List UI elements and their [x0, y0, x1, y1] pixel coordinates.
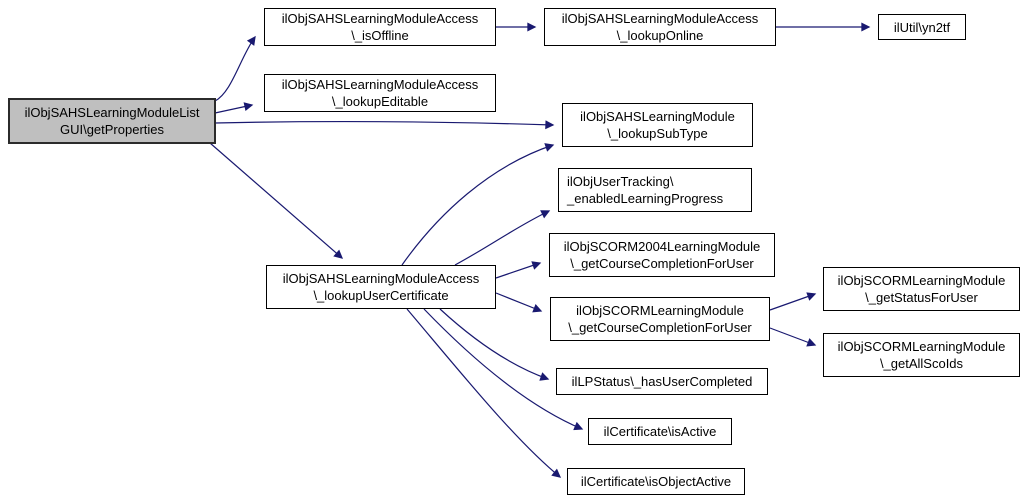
- node-label-line: _enabledLearningProgress: [567, 191, 724, 206]
- node-label-line: \_lookupSubType: [607, 126, 708, 141]
- edge-lookupusercertificate-isactive: [423, 308, 584, 431]
- node-label-line: \_getCourseCompletionForUser: [568, 320, 752, 335]
- node-label-line: ilObjSCORM2004LearningModule: [563, 239, 761, 254]
- node-label-line: \_getCourseCompletionForUser: [570, 256, 754, 271]
- node-label-line: ilUtil\yn2tf: [893, 19, 951, 35]
- node-ilcertificate-isobjectactive[interactable]: ilCertificate\isObjectActive: [567, 468, 745, 495]
- node-ilobjusertracking-enabledlearningprogress[interactable]: ilObjUserTracking\ _enabledLearningProgr…: [558, 168, 752, 212]
- node-ilobjsahslearningmoduleaccess-isoffline[interactable]: ilObjSAHSLearningModuleAccess \_isOfflin…: [264, 8, 496, 46]
- edge-scormgetcoursecompletion-getstatusforuser: [769, 292, 817, 311]
- node-label-line: ilObjSAHSLearningModule: [580, 109, 735, 124]
- edge-lookupusercertificate-scorm2004getcoursecompletion: [495, 261, 542, 279]
- node-ilobjsahslearningmoduleaccess-lookupusercertificate[interactable]: ilObjSAHSLearningModuleAccess \_lookupUs…: [266, 265, 496, 309]
- edge-getproperties-lookupsubtype: [214, 120, 555, 130]
- node-ilobjsahslearningmoduleaccess-lookupeditable[interactable]: ilObjSAHSLearningModuleAccess \_lookupEd…: [264, 74, 496, 112]
- node-ilutil-yn2tf[interactable]: ilUtil\yn2tf: [878, 14, 966, 40]
- node-label-line: ilLPStatus\_hasUserCompleted: [571, 374, 753, 389]
- node-ilobjsahslearningmodulelistgui-getproperties: ilObjSAHSLearningModuleList GUI\getPrope…: [8, 98, 216, 144]
- node-label-line: ilObjSCORMLearningModule: [837, 339, 1006, 354]
- node-label-line: ilCertificate\isActive: [603, 424, 717, 439]
- node-label-line: ilObjSCORMLearningModule: [837, 273, 1006, 288]
- edge-getproperties-lookupeditable: [214, 102, 254, 114]
- node-label-line: \_getAllScoIds: [879, 356, 964, 371]
- node-label-line: GUI\getProperties: [59, 122, 165, 137]
- node-label-line: ilObjSCORMLearningModule: [576, 303, 744, 318]
- edge-lookupusercertificate-lookupsubtype: [401, 143, 555, 266]
- node-label-line: \_lookupOnline: [616, 28, 704, 43]
- edge-lookupusercertificate-isobjectactive: [406, 308, 562, 478]
- node-label-line: \_lookupEditable: [331, 94, 429, 109]
- edge-getproperties-isoffline: [214, 35, 256, 102]
- edge-getproperties-lookupusercertificate: [209, 142, 344, 259]
- edge-scormgetcoursecompletion-getallscoids: [769, 327, 817, 347]
- node-label-line: \_lookupUserCertificate: [313, 288, 449, 303]
- node-ilobjscormlearningmodule-getallscoids[interactable]: ilObjSCORMLearningModule \_getAllScoIds: [823, 333, 1020, 377]
- node-ilobjsahslearningmoduleaccess-lookuponline[interactable]: ilObjSAHSLearningModuleAccess \_lookupOn…: [544, 8, 776, 46]
- node-ilobjscormlearningmodule-getstatusforuser[interactable]: ilObjSCORMLearningModule \_getStatusForU…: [823, 267, 1020, 311]
- node-label-line: ilObjUserTracking\: [567, 174, 674, 189]
- node-label-line: \_getStatusForUser: [865, 290, 978, 305]
- node-ilobjscormlearningmodule-getcoursecompletionforuser[interactable]: ilObjSCORMLearningModule \_getCourseComp…: [550, 297, 770, 341]
- node-ilobjsahslearningmodule-lookupsubtype[interactable]: ilObjSAHSLearningModule \_lookupSubType: [562, 103, 753, 147]
- node-label-line: ilObjSAHSLearningModuleAccess: [281, 77, 479, 92]
- edge-lookupusercertificate-scormgetcoursecompletion: [495, 292, 543, 313]
- node-label-line: ilObjSAHSLearningModuleList: [24, 105, 200, 120]
- node-ilobjscorm2004learningmodule-getcoursecompletionforuser[interactable]: ilObjSCORM2004LearningModule \_getCourse…: [549, 233, 775, 277]
- node-label-line: ilObjSAHSLearningModuleAccess: [282, 271, 480, 286]
- node-illpstatus-hasusercompleted[interactable]: ilLPStatus\_hasUserCompleted: [556, 368, 768, 395]
- node-label-line: \_isOffline: [351, 28, 409, 43]
- edge-lookupusercertificate-enabledlearningprogress: [454, 210, 551, 266]
- node-label-line: ilObjSAHSLearningModuleAccess: [561, 11, 759, 26]
- node-label-line: ilObjSAHSLearningModuleAccess: [281, 11, 479, 26]
- edge-lookupusercertificate-hasusercompleted: [439, 308, 550, 381]
- node-label-line: ilCertificate\isObjectActive: [580, 474, 732, 489]
- node-ilcertificate-isactive[interactable]: ilCertificate\isActive: [588, 418, 732, 445]
